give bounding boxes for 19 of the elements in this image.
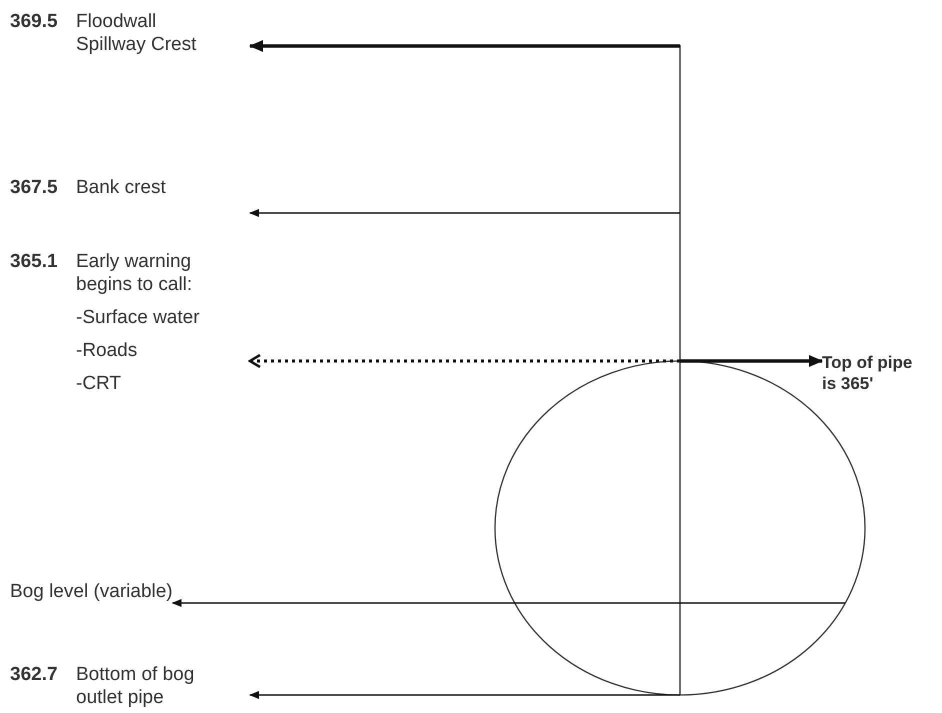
arrow (680, 355, 823, 367)
arrow (248, 354, 680, 368)
elevation-value: 362.7 (10, 663, 59, 687)
list-item: -CRT (76, 372, 122, 395)
elevation-value: 367.5 (10, 176, 59, 200)
arrow (172, 599, 846, 607)
level-description: Bank crest (76, 176, 167, 199)
elevation-value: 369.5 (10, 10, 59, 34)
level-description: Floodwall Spillway Crest (76, 10, 198, 56)
arrow (249, 40, 680, 52)
elevation-value: 365.1 (10, 250, 59, 274)
arrow (249, 691, 680, 699)
list-item: -Surface water (76, 306, 201, 329)
level-description: Early warning begins to call: (76, 250, 194, 296)
list-item: -Roads (76, 339, 138, 362)
arrow (249, 209, 680, 217)
level-description: Bog level (variable) (10, 580, 173, 603)
level-description: Top of pipe is 365' (822, 352, 914, 394)
level-description: Bottom of bog outlet pipe (76, 663, 196, 709)
